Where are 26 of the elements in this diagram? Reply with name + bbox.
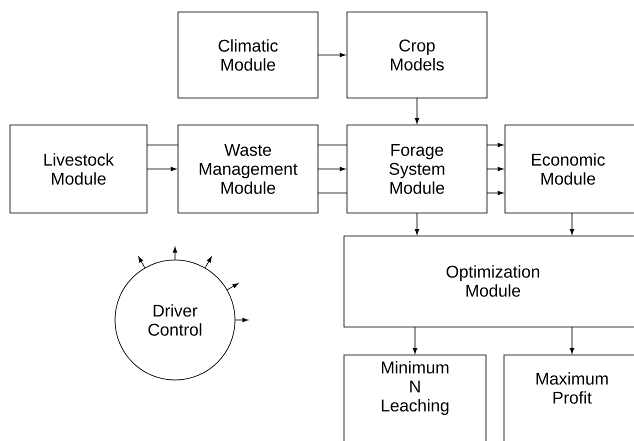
arrow [570, 326, 574, 354]
arrow [486, 166, 504, 172]
arrow [204, 256, 212, 268]
arrow [414, 98, 420, 124]
arrow [486, 142, 504, 148]
module-box: Waste Management Module [178, 124, 318, 214]
module-box: Crop Models [346, 12, 488, 98]
module-box: Forage System Module [346, 124, 488, 214]
module-box: Livestock Module [10, 124, 148, 214]
arrow [146, 166, 176, 172]
arrow [412, 326, 418, 354]
arrow [486, 190, 504, 196]
circle-node: Driver Control [114, 260, 236, 380]
module-box: Optimization Module [344, 236, 634, 328]
arrow [138, 256, 146, 268]
module-box: Economic Module [504, 124, 634, 214]
module-box: Climatic Module [178, 12, 318, 98]
arrow [172, 246, 178, 260]
arrow [235, 318, 248, 322]
arrow [226, 283, 238, 290]
module-box: Minimum N Leaching [344, 354, 486, 441]
arrow [318, 52, 346, 58]
arrow [414, 212, 420, 235]
arrow [570, 212, 574, 235]
module-box: Maximum Profit [504, 354, 634, 441]
arrow [318, 166, 346, 172]
